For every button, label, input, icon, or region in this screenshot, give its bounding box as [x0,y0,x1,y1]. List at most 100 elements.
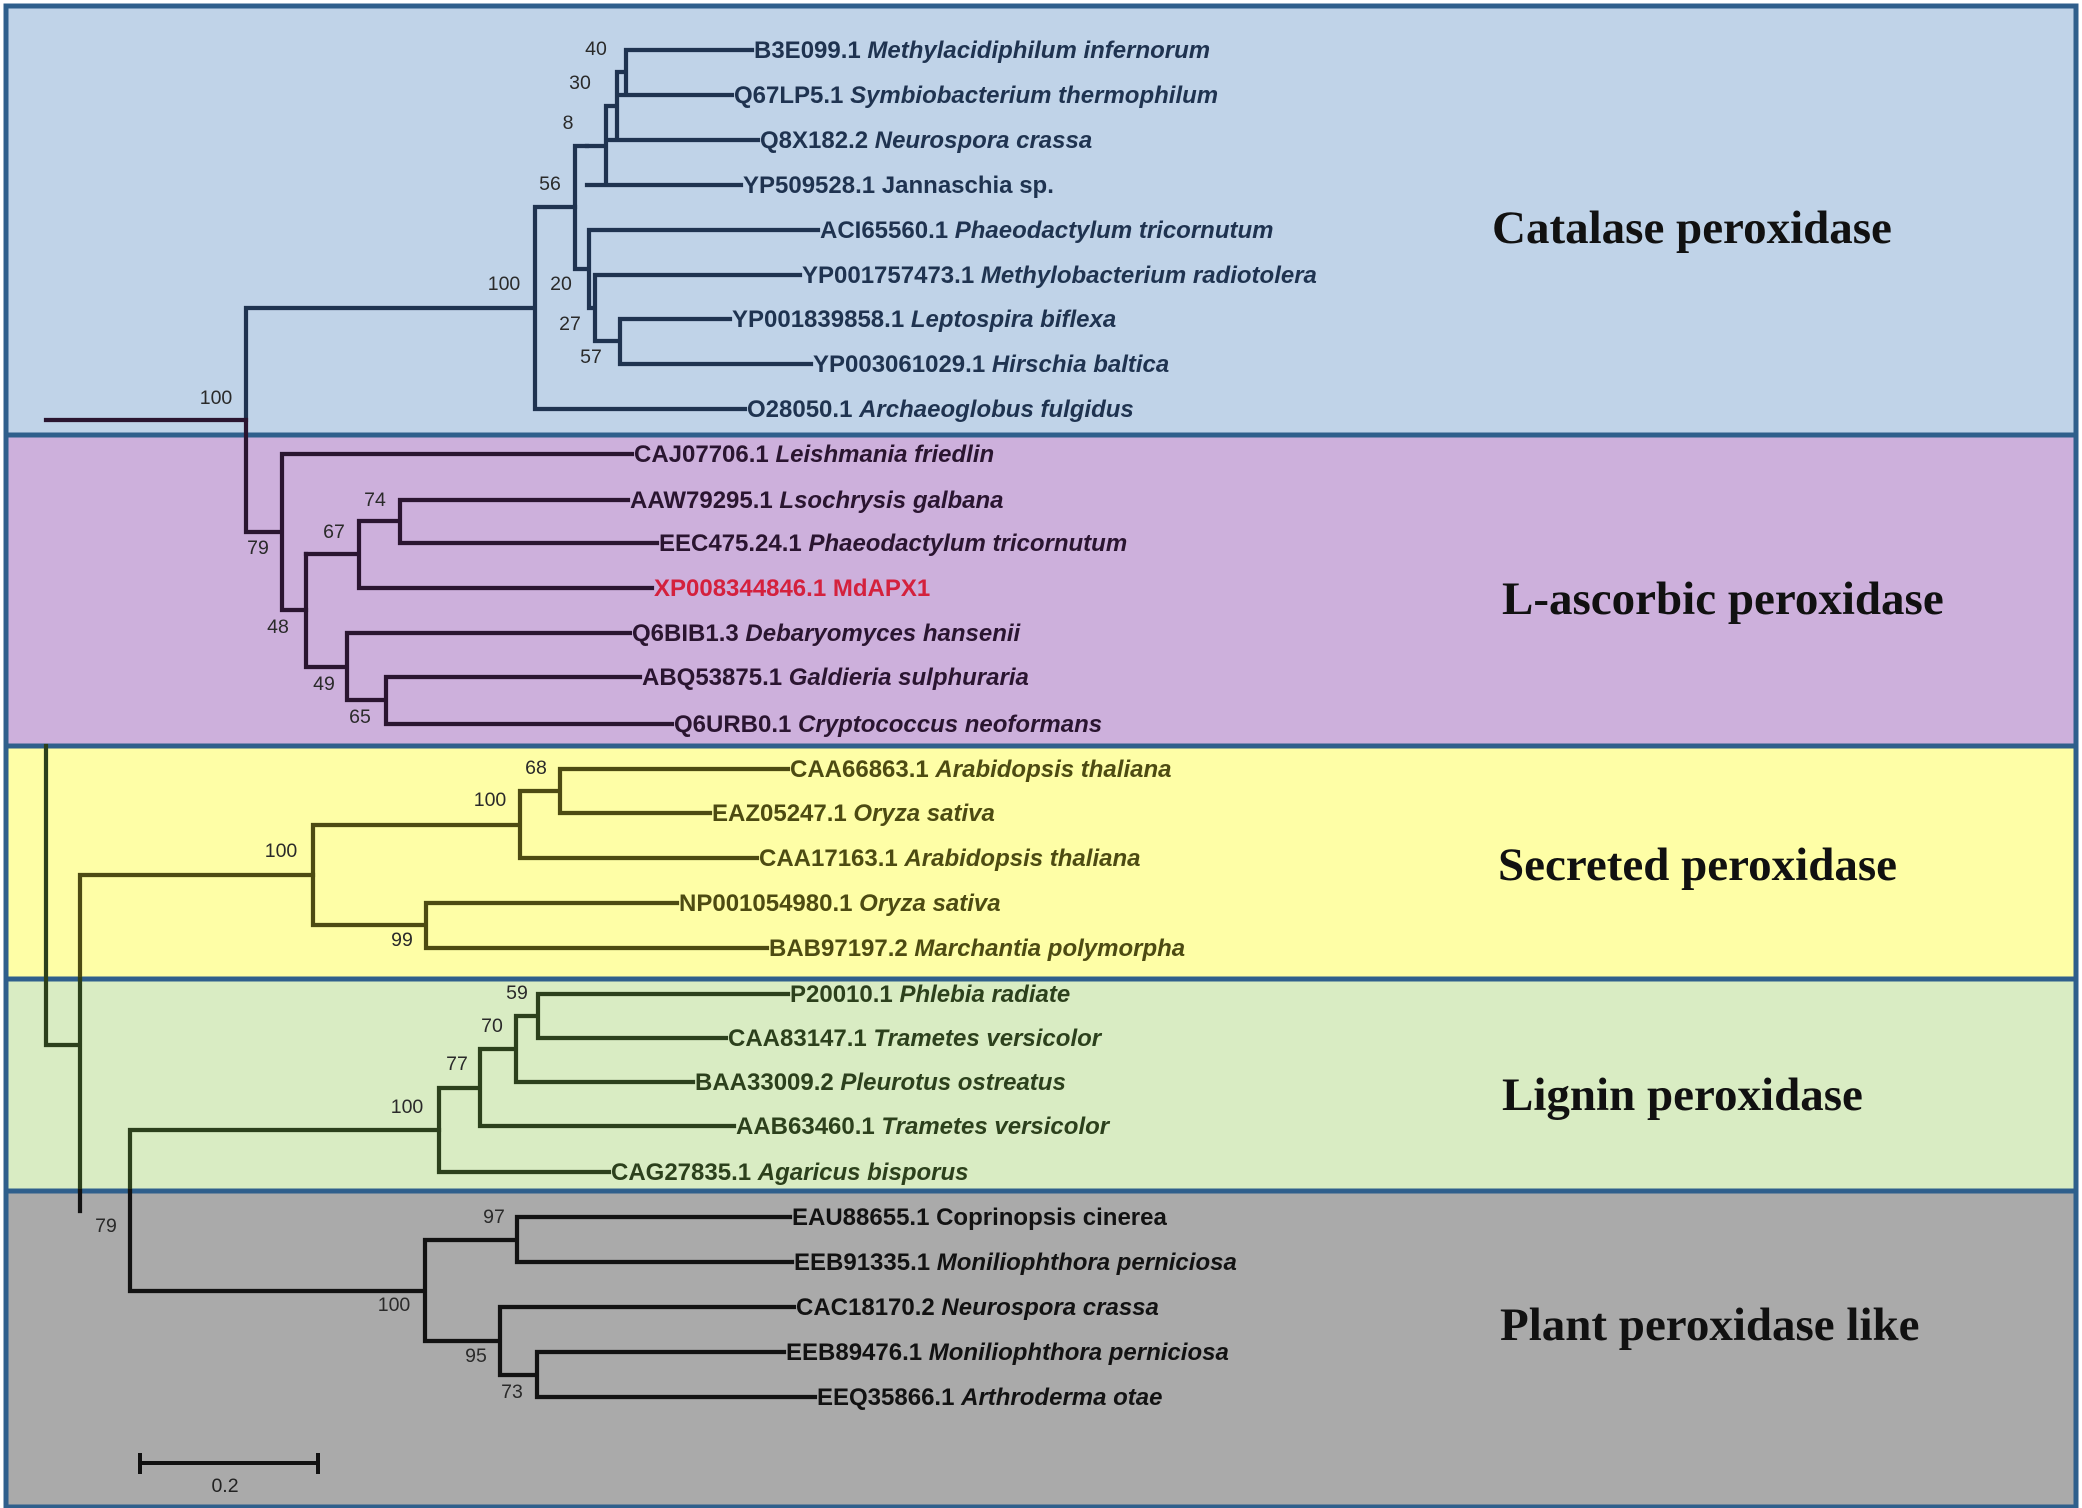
taxon-label: Q67LP5.1 Symbiobacterium thermophilum [734,82,1218,109]
tree-branch [572,143,821,367]
taxon-accession: Q6BIB1.3 [632,620,745,647]
taxon-species: Moniliophthora perniciosa [929,1339,1229,1366]
taxon-label: BAA33009.2 Pleurotus ostreatus [695,1069,1066,1096]
tree-branch [243,204,748,423]
bootstrap-value: 68 [525,757,547,779]
taxon-species: Marchantia polymorpha [914,935,1185,962]
taxon-accession: CAJ07706.1 [634,441,775,468]
taxon-accession: YP001839858.1 [732,306,911,333]
taxon-label: P20010.1 Phlebia radiate [790,981,1070,1008]
bootstrap-value: 100 [200,387,233,409]
tree-branch [303,551,675,727]
taxon-label: ACI65560.1 Phaeodactylum tricornutum [820,217,1273,244]
bootstrap-value: 100 [488,273,521,295]
bootstrap-value: 65 [349,706,371,728]
taxon-label: AAB63460.1 Trametes versicolor [736,1113,1111,1140]
taxon-label: EEB91335.1 Moniliophthora perniciosa [794,1249,1237,1276]
taxon-accession: CAA17163.1 [759,845,904,872]
bootstrap-value: 56 [539,173,561,195]
taxon-species: Oryza sativa [859,890,1000,917]
taxon-label: NP001054980.1 Oryza sativa [679,890,1001,917]
bootstrap-values: 4030856202757100100797467484965681001009… [95,38,607,1403]
taxon-accession: Q8X182.2 [760,127,875,154]
taxon-label: CAC18170.2 Neurospora crassa [796,1294,1159,1321]
group-label: Secreted peroxidase [1498,839,1897,891]
taxon-species: Moniliophthora perniciosa [937,1249,1237,1276]
taxon-species: Phaeodactylum tricornutum [808,530,1127,557]
taxon-accession: BAB97197.2 [769,935,914,962]
taxon-species: Lsochrysis galbana [779,487,1003,514]
taxon-species: Arabidopsis thaliana [903,845,1140,872]
bootstrap-value: 73 [501,1381,523,1403]
taxon-species: Hirschia baltica [992,351,1169,378]
taxon-label: CAA83147.1 Trametes versicolor [728,1025,1103,1052]
taxon-accession: EEC475.24.1 [659,530,808,557]
taxon-accession: EAU88655.1 [792,1204,936,1231]
taxon-accession: ACI65560.1 [820,217,955,244]
taxon-label: B3E099.1 Methylacidiphilum infernorum [754,37,1210,64]
scale-bar: 0.2 [138,1453,320,1497]
tree-branch [43,743,442,1194]
taxon-species: Methylobacterium radiotolera [981,262,1317,289]
taxon-accession: O28050.1 [747,396,859,423]
taxon-species: Cryptococcus neoformans [798,711,1102,738]
bootstrap-value: 27 [559,313,581,335]
clade-band-1 [3,3,2079,438]
taxon-accession: YP509528.1 [743,172,882,199]
tree-branch [77,872,316,982]
taxon-label: EEB89476.1 Moniliophthora perniciosa [786,1339,1229,1366]
taxon-accession: NP001054980.1 [679,890,859,917]
taxon-species: Pleurotus ostreatus [840,1069,1065,1096]
bootstrap-value: 79 [95,1215,117,1237]
taxon-species: Neurospora crassa [941,1294,1158,1321]
taxon-species: Galdieria sulphuraria [789,664,1029,691]
taxon-species: Agaricus bisporus [757,1159,969,1186]
taxon-species: Arthroderma otae [960,1384,1162,1411]
bootstrap-value: 20 [550,273,572,295]
taxon-label: CAJ07706.1 Leishmania friedlin [634,441,994,468]
group-label: Lignin peroxidase [1502,1069,1863,1121]
taxon-accession: P20010.1 [790,981,899,1008]
scale-bar-line [138,1453,320,1474]
taxon-accession: AAW79295.1 [630,487,779,514]
taxon-accession: XP008344846.1 [654,575,833,602]
taxon-label: YP509528.1 Jannaschia sp. [743,172,1054,199]
taxon-accession: Q67LP5.1 [734,82,850,109]
group-label: Plant peroxidase like [1500,1299,1920,1351]
bootstrap-value: 57 [580,346,602,368]
taxon-species: Archaeoglobus fulgidus [858,396,1134,423]
taxon-species: Coprinopsis cinerea [936,1204,1167,1231]
taxon-species: Jannaschia sp. [882,172,1054,199]
bootstrap-value: 100 [391,1096,424,1118]
bootstrap-value: 48 [267,616,289,638]
taxon-accession: B3E099.1 [754,37,867,64]
taxon-accession: Q6URB0.1 [674,711,798,738]
taxon-label: YP003061029.1 Hirschia baltica [813,351,1169,378]
bootstrap-value: 79 [247,537,269,559]
bootstrap-value: 40 [585,38,607,60]
taxon-accession: CAA83147.1 [728,1025,873,1052]
taxon-accession: YP003061029.1 [813,351,992,378]
taxon-label: ABQ53875.1 Galdieria sulphuraria [642,664,1029,691]
scale-bar-label: 0.2 [211,1475,238,1497]
taxon-species: Trametes versicolor [881,1113,1110,1140]
taxon-accession: EEB91335.1 [794,1249,937,1276]
taxon-species: Oryza sativa [853,800,994,827]
bootstrap-value: 67 [323,521,345,543]
bootstrap-value: 95 [465,1345,487,1367]
taxon-label: XP008344846.1 MdAPX1 [654,575,930,602]
tree-branch [303,497,660,591]
taxon-accession: CAA66863.1 [790,756,935,783]
taxon-species: Phaeodactylum tricornutum [955,217,1274,244]
bootstrap-value: 70 [481,1015,503,1037]
taxon-species: Methylacidiphilum infernorum [867,37,1210,64]
taxon-accession: AAB63460.1 [736,1113,881,1140]
taxon-accession: CAG27835.1 [611,1159,758,1186]
taxon-species: Trametes versicolor [873,1025,1102,1052]
tree-branch [310,766,791,951]
clade-bands [3,3,2079,1508]
taxon-labels: B3E099.1 Methylacidiphilum infernorumQ67… [611,37,1317,1411]
taxon-label: Q8X182.2 Neurospora crassa [760,127,1092,154]
